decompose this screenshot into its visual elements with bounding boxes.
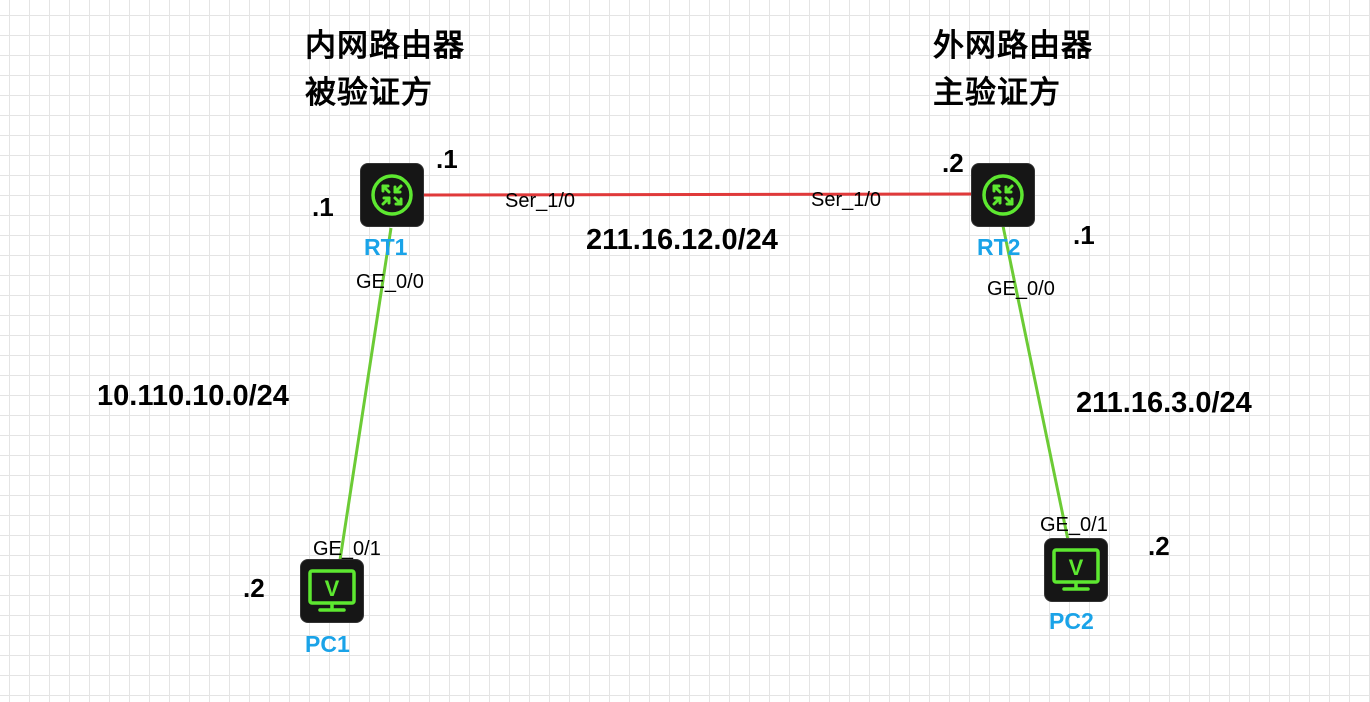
pc-icon: V: [308, 569, 356, 612]
pc-icon: V: [1052, 548, 1100, 591]
svg-text:V: V: [325, 576, 340, 601]
pc2-label: PC2: [1049, 608, 1094, 634]
pc1-ge-interface-label: GE_0/1: [313, 538, 381, 560]
serial-link-rt1-rt2[interactable]: [421, 192, 974, 197]
rt1-label: RT1: [364, 234, 408, 260]
wan-network-label: 211.16.12.0/24: [586, 224, 778, 256]
outside-network-label: 211.16.3.0/24: [1076, 387, 1252, 419]
ethernet-link-rt2-pc2[interactable]: [1001, 225, 1070, 541]
pc2-ge-interface-label: GE_0/1: [1040, 514, 1108, 536]
pc2-address: .2: [1148, 531, 1170, 561]
rt1-serial-interface-label: Ser_1/0: [505, 190, 576, 212]
pc1-address: .2: [243, 573, 265, 603]
pc1-device[interactable]: V: [301, 560, 363, 622]
rt2-serial-interface-label: Ser_1/0: [811, 189, 882, 211]
inner-router-caption-line2: 被验证方: [305, 75, 433, 111]
rt2-ge-interface-label: GE_0/0: [987, 278, 1055, 300]
pc1-label: PC1: [305, 631, 350, 657]
rt2-device[interactable]: [972, 164, 1034, 226]
router-icon: [982, 174, 1024, 216]
pc2-device[interactable]: V: [1045, 539, 1107, 601]
router-icon: [371, 174, 413, 216]
outer-router-caption-line2: 主验证方: [933, 75, 1061, 111]
rt2-label: RT2: [977, 234, 1021, 260]
svg-text:V: V: [1069, 555, 1084, 580]
lan-network-label: 10.110.10.0/24: [97, 380, 289, 412]
rt1-ge-address: .1: [312, 192, 334, 222]
rt1-device[interactable]: [361, 164, 423, 226]
ethernet-link-rt1-pc1[interactable]: [338, 227, 393, 561]
rt2-ge-address: .1: [1073, 220, 1095, 250]
rt1-serial-address: .1: [436, 144, 458, 174]
outer-router-caption-line1: 外网路由器: [933, 28, 1093, 64]
rt1-ge-interface-label: GE_0/0: [356, 271, 424, 293]
inner-router-caption-line1: 内网路由器: [305, 28, 465, 64]
rt2-serial-address: .2: [942, 148, 964, 178]
